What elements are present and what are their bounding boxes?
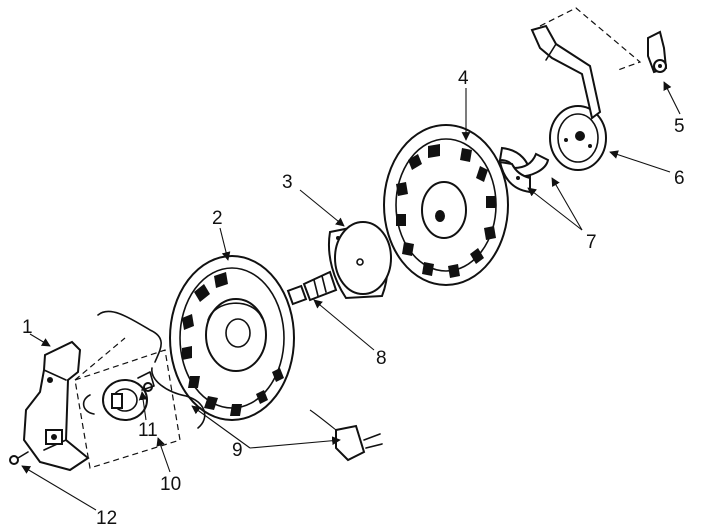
leader-lines	[21, 81, 681, 511]
callout-5: 5	[674, 116, 685, 137]
part-7-brake-shoes	[498, 146, 550, 194]
part-4-front-reel-flange	[383, 124, 509, 286]
callout-9: 9	[232, 440, 243, 461]
part-9-power-cord	[97, 310, 383, 462]
callout-8: 8	[376, 348, 387, 369]
callout-1: 1	[22, 317, 33, 338]
callout-6: 6	[674, 168, 685, 189]
callout-10: 10	[160, 474, 181, 495]
flange-2-slots	[182, 272, 284, 416]
callout-12: 12	[96, 508, 117, 529]
callout-7: 7	[586, 232, 597, 253]
part-10-spring-hub-assembly	[74, 337, 181, 469]
callout-3: 3	[282, 172, 293, 193]
part-8-shaft	[286, 270, 338, 306]
part-6-ratchet-wheel	[549, 105, 607, 171]
part-5-latch	[647, 30, 668, 74]
callout-11: 11	[138, 420, 158, 441]
part-1-mounting-bracket	[22, 340, 90, 472]
front-bracket-arm	[530, 7, 642, 120]
part-3-drum	[328, 221, 392, 300]
flange-4-slots	[396, 144, 496, 278]
part-11-clip	[137, 371, 155, 391]
callout-4: 4	[458, 68, 469, 89]
part-12-screw	[9, 451, 29, 465]
callout-labels: 1 2 3 4 5 6 7 8 9 10 11 12	[22, 68, 685, 529]
callout-2: 2	[212, 208, 223, 229]
part-2-rear-reel-flange	[169, 255, 295, 421]
